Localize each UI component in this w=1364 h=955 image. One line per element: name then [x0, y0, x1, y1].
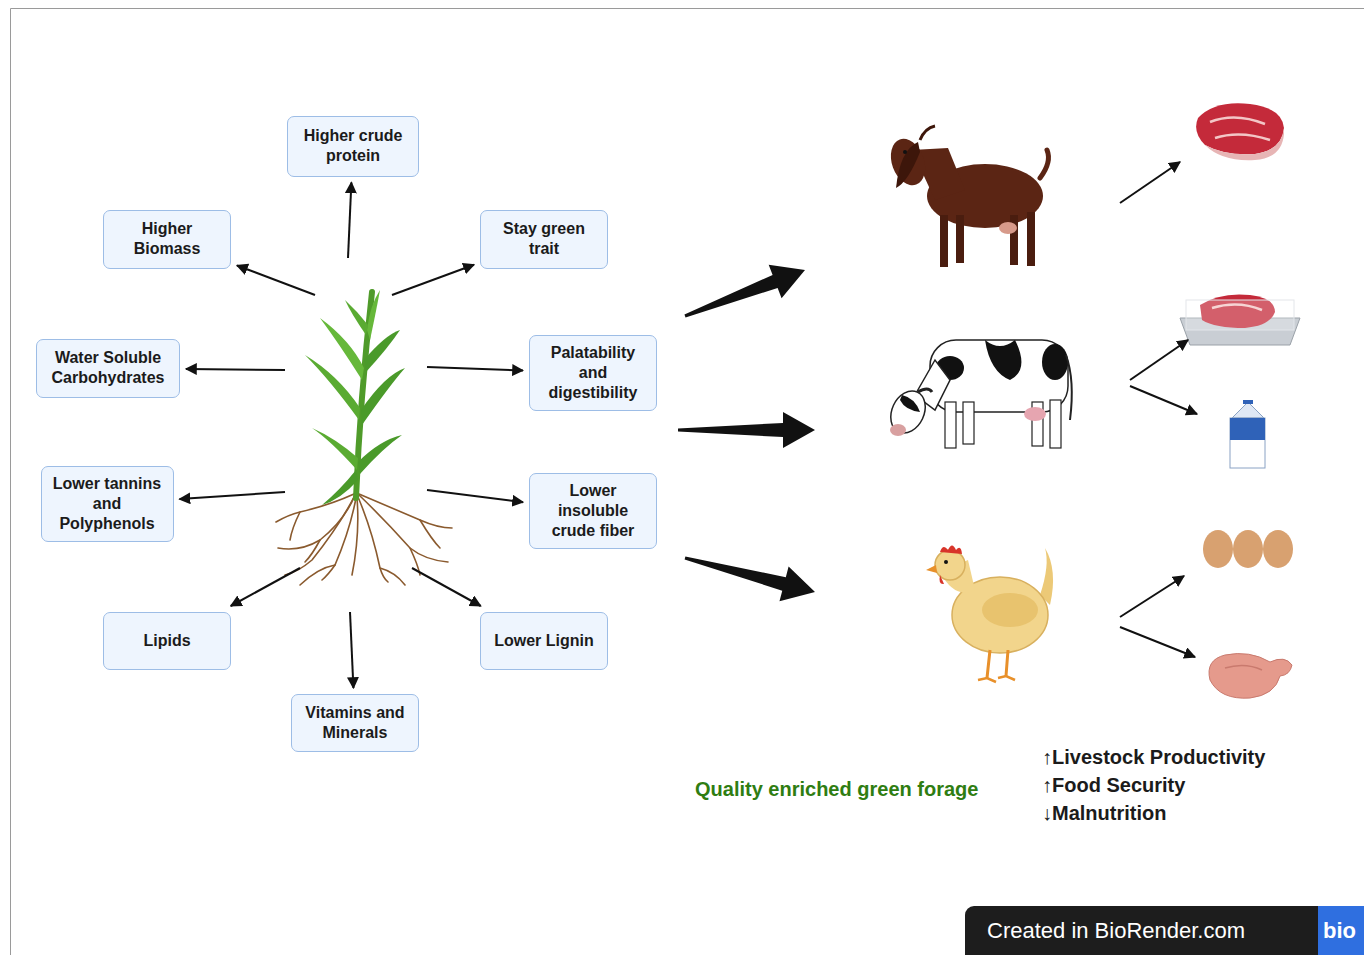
- trait-label: Lipids: [143, 631, 190, 651]
- product-arrow: [1120, 162, 1197, 657]
- plant-roots: [276, 494, 452, 585]
- trait-box: Higher Biomass: [103, 210, 231, 269]
- trait-label: Lower tannins and Polyphenols: [50, 474, 165, 534]
- trait-arrow: [392, 265, 474, 295]
- chicken-meat-icon: [1209, 654, 1292, 699]
- cow-illustration: [884, 340, 1072, 448]
- trait-box: Water Soluble Carbohydrates: [36, 339, 180, 398]
- trait-label: Vitamins and Minerals: [300, 703, 410, 743]
- note-label: ↑Food Security: [1042, 773, 1185, 797]
- trait-box: Lower Lignin: [480, 612, 608, 670]
- trait-label: Palatability and digestibility: [538, 343, 648, 403]
- trait-arrow: [427, 367, 523, 370]
- watermark: bio: [1318, 906, 1364, 955]
- frame: [11, 9, 1364, 955]
- watermark: Created in BioRender.com: [965, 906, 1318, 955]
- flow-arrow: [678, 412, 815, 448]
- trait-arrow: [180, 492, 286, 499]
- trait-arrow: [427, 490, 523, 502]
- flow-arrow: [684, 265, 805, 318]
- trait-arrow: [350, 612, 353, 688]
- milk-carton-icon: [1230, 400, 1265, 468]
- trait-box: Lower tannins and Polyphenols: [41, 466, 174, 542]
- trait-box: Vitamins and Minerals: [291, 694, 419, 752]
- goat-illustration: [885, 126, 1049, 267]
- eggs-icon: [1203, 530, 1293, 568]
- trait-label: Lower insoluble crude fiber: [538, 481, 648, 541]
- trait-arrow: [186, 369, 285, 370]
- trait-arrow: [348, 183, 351, 259]
- packaged-meat-icon: [1180, 294, 1300, 345]
- trait-box: Lipids: [103, 612, 231, 670]
- trait-box: Higher crude protein: [287, 116, 419, 177]
- trait-arrow: [412, 568, 481, 606]
- chicken-illustration: [926, 546, 1053, 683]
- trait-arrow: [237, 265, 315, 295]
- trait-label: Water Soluble Carbohydrates: [45, 348, 171, 388]
- note-label: ↑Livestock Productivity: [1042, 745, 1265, 769]
- trait-label: Higher crude protein: [296, 126, 410, 166]
- trait-label: Stay green trait: [489, 219, 599, 259]
- trait-label: Lower Lignin: [494, 631, 594, 651]
- note-label: Quality enriched green forage: [695, 777, 978, 801]
- flow-arrow: [685, 557, 815, 602]
- plant: [305, 290, 405, 505]
- trait-label: Higher Biomass: [112, 219, 222, 259]
- trait-arrow: [231, 568, 300, 606]
- trait-box: Palatability and digestibility: [529, 335, 657, 411]
- note-label: ↓Malnutrition: [1042, 801, 1166, 825]
- trait-box: Stay green trait: [480, 210, 608, 269]
- steak-icon: [1196, 103, 1284, 160]
- trait-box: Lower insoluble crude fiber: [529, 473, 657, 549]
